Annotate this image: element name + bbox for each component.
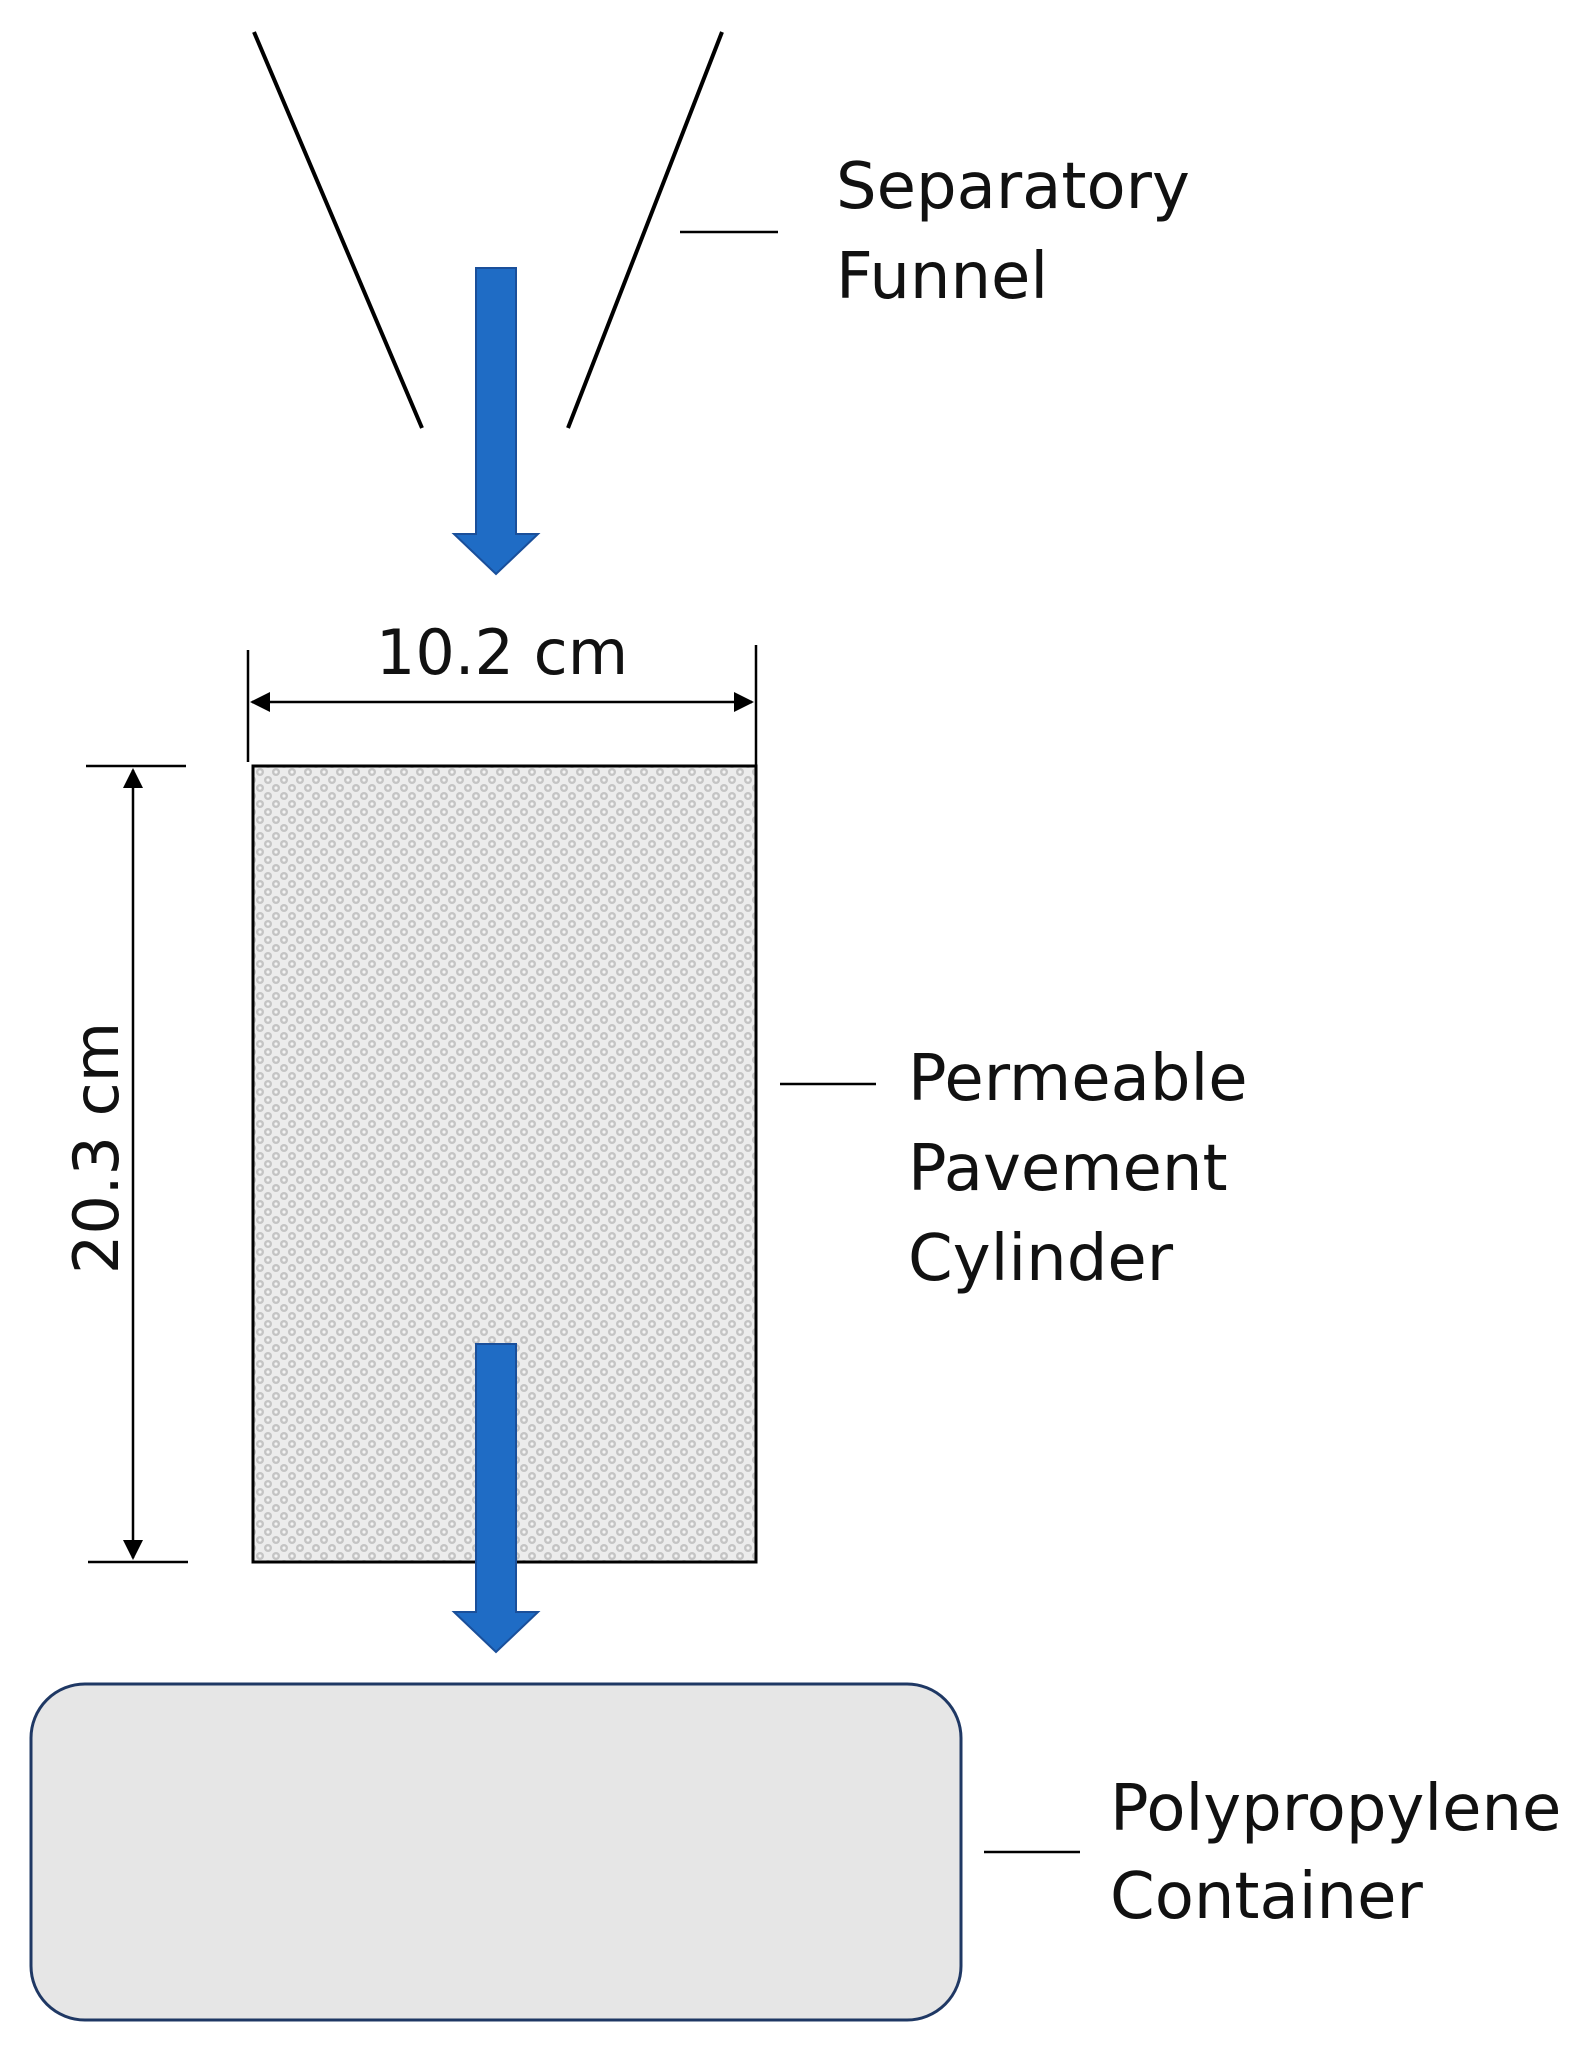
polypropylene-container xyxy=(29,1682,963,2022)
funnel-label: Separatory Funnel xyxy=(836,150,1210,314)
cylinder-label: Permeable Pavement Cylinder xyxy=(908,1042,1268,1296)
container-label: Polypropylene Container xyxy=(1110,1772,1580,1934)
height-dimension: 20.3 cm xyxy=(60,764,188,1564)
container-label-line1: Polypropylene xyxy=(1110,1772,1561,1846)
separatory-funnel xyxy=(252,31,724,429)
width-dimension-label: 10.2 cm xyxy=(376,616,628,689)
funnel-right-wall xyxy=(566,31,724,429)
width-dimension: 10.2 cm xyxy=(246,616,758,765)
funnel-label-line1: Separatory xyxy=(836,150,1190,224)
cylinder-label-line3: Cylinder xyxy=(908,1222,1174,1296)
height-dimension-label: 20.3 cm xyxy=(60,1022,133,1274)
flow-arrow-bottom xyxy=(451,1343,541,1654)
funnel-left-wall xyxy=(252,31,424,429)
cylinder-label-line1: Permeable xyxy=(908,1042,1248,1116)
funnel-label-line2: Funnel xyxy=(836,240,1048,314)
container-label-line2: Container xyxy=(1110,1860,1423,1934)
cylinder-label-line2: Pavement xyxy=(908,1132,1228,1206)
flow-arrow-top xyxy=(451,267,541,576)
